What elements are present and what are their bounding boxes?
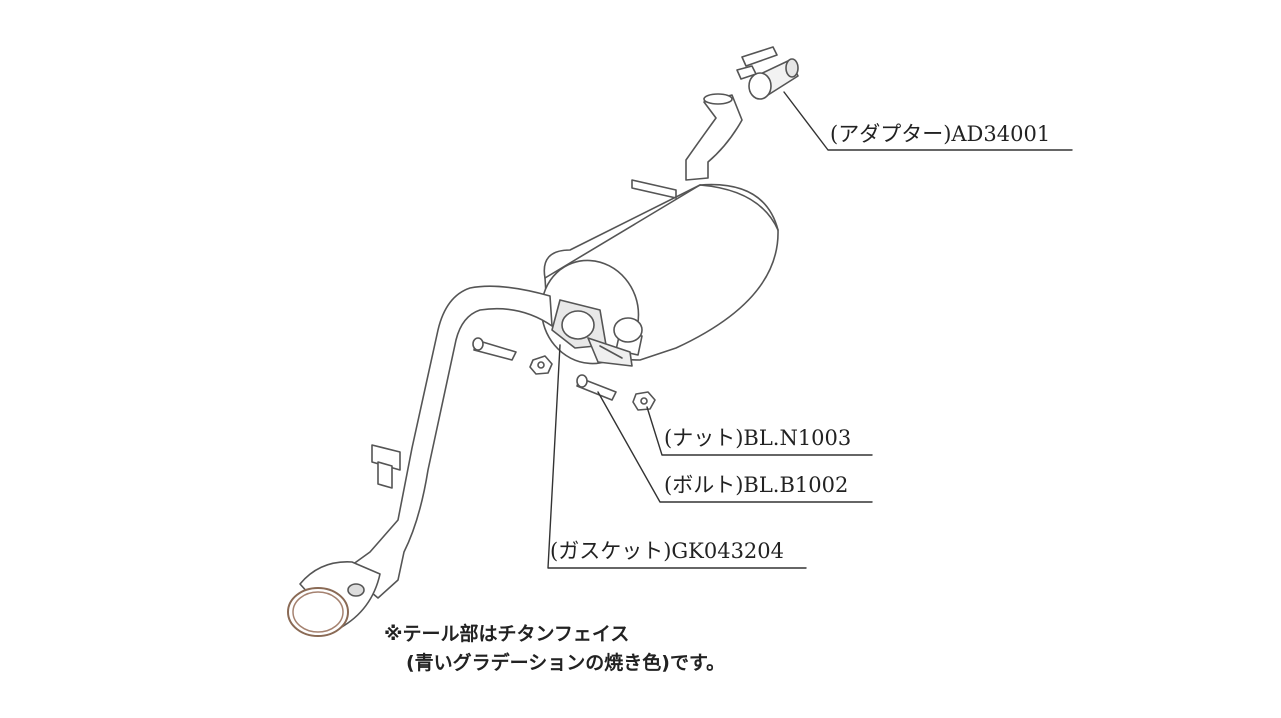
note-line-2: (青いグラデーションの焼き色)です。	[406, 652, 726, 674]
nut-right	[632, 391, 656, 411]
gasket-leader	[547, 344, 807, 569]
bolt-leader	[597, 391, 873, 503]
gasket-label: (ガスケット)GK043204	[550, 539, 785, 563]
note-line-1: ※テール部はチタンフェイス	[384, 623, 630, 645]
nut-left	[529, 355, 553, 375]
bolt-right	[576, 374, 617, 401]
bolt-left	[472, 337, 517, 361]
outlet-pipe	[631, 93, 743, 199]
front-pipe	[344, 285, 553, 599]
adapter-leader	[783, 91, 1073, 151]
muffler-body	[540, 183, 779, 365]
adapter-part	[736, 46, 799, 100]
flange-assembly	[551, 299, 633, 367]
adapter-label: (アダプター)AD34001	[830, 122, 1051, 146]
tail-pipe	[287, 561, 381, 637]
nut-leader	[646, 406, 873, 456]
nut-label: (ナット)BL.N1003	[664, 426, 852, 450]
leader-lines	[547, 91, 1073, 569]
bolt-label: (ボルト)BL.B1002	[664, 473, 849, 497]
